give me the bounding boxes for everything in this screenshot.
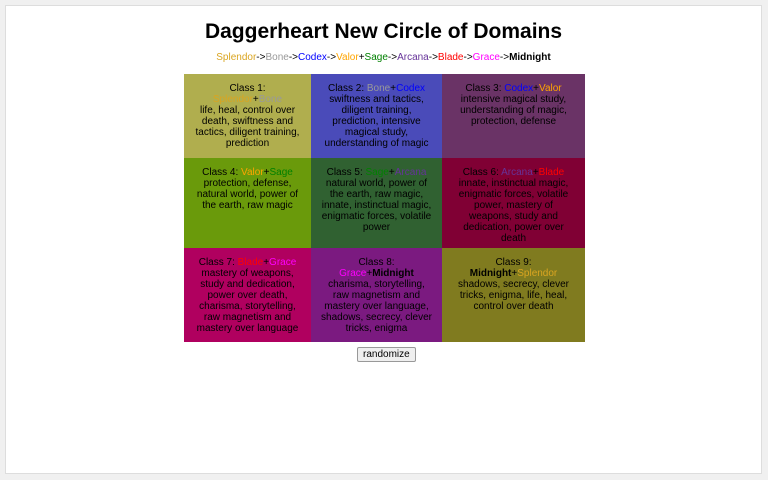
class-label: Class 5: bbox=[326, 167, 366, 178]
domain-name: Arcana bbox=[394, 167, 427, 178]
domain-chain: Splendor->Bone->Codex->Valor+Sage->Arcan… bbox=[6, 52, 761, 63]
class-label: Class 8: bbox=[358, 257, 395, 268]
plus-sign: + bbox=[263, 167, 270, 178]
domain-name: Sage bbox=[364, 52, 388, 63]
domain-name: Sage bbox=[269, 167, 293, 178]
domain-name: Midnight bbox=[372, 268, 414, 279]
separator: -> bbox=[326, 52, 337, 63]
class-label: Class 4: bbox=[202, 167, 242, 178]
page-title: Daggerheart New Circle of Domains bbox=[204, 20, 563, 43]
plus-sign: + bbox=[532, 167, 539, 178]
separator: + bbox=[358, 52, 365, 63]
class-description: innate, instinctual magic, enigmatic for… bbox=[458, 178, 569, 244]
domain-name: Midnight bbox=[509, 52, 551, 63]
domain-name: Grace bbox=[269, 257, 297, 268]
class-description: life, heal, control over death, swiftnes… bbox=[195, 105, 300, 149]
domain-name: Splendor bbox=[216, 52, 257, 63]
class-description: mastery of weapons, study and dedication… bbox=[196, 268, 299, 334]
separator: -> bbox=[256, 52, 266, 63]
page: Daggerheart New Circle of Domains Splend… bbox=[5, 5, 762, 474]
class-label: Class 6: bbox=[462, 167, 502, 178]
domain-name: Bone bbox=[258, 94, 283, 105]
domain-name: Blade bbox=[437, 52, 464, 63]
class-label: Class 7: bbox=[198, 257, 238, 268]
domain-name: Codex bbox=[396, 83, 425, 94]
plus-sign: + bbox=[263, 257, 270, 268]
separator: -> bbox=[463, 52, 473, 63]
domain-name: Blade bbox=[237, 257, 264, 268]
class-description: charisma, storytelling, raw magnetism an… bbox=[321, 279, 432, 334]
separator: -> bbox=[428, 52, 438, 63]
plus-sign: + bbox=[252, 94, 259, 105]
plus-sign: + bbox=[366, 268, 373, 279]
randomize-button[interactable]: randomize bbox=[357, 347, 416, 362]
class-label: Class 1: bbox=[229, 83, 266, 94]
domain-name: Blade bbox=[538, 167, 565, 178]
plus-sign: + bbox=[388, 167, 395, 178]
separator: -> bbox=[387, 52, 398, 63]
domain-name: Splendor bbox=[517, 268, 558, 279]
domain-name: Valor bbox=[241, 167, 264, 178]
class-label: Class 3: bbox=[465, 83, 505, 94]
class-description: protection, defense, natural world, powe… bbox=[196, 178, 299, 211]
class-description: shadows, secrecy, clever tricks, enigma,… bbox=[458, 279, 569, 312]
domain-name: Grace bbox=[339, 268, 367, 279]
separator: -> bbox=[499, 52, 510, 63]
separator: -> bbox=[288, 52, 298, 63]
domain-name: Codex bbox=[504, 83, 534, 94]
domain-name: Arcana bbox=[501, 167, 533, 178]
class-label: Class 2: bbox=[327, 83, 367, 94]
domain-name: Bone bbox=[265, 52, 289, 63]
domain-name: Grace bbox=[472, 52, 500, 63]
domain-name: Bone bbox=[366, 83, 391, 94]
domain-name: Valor bbox=[336, 52, 359, 63]
class-description: natural world, power of the earth, raw m… bbox=[321, 178, 432, 233]
plus-sign: + bbox=[511, 268, 518, 279]
domain-name: Midnight bbox=[469, 268, 512, 279]
domain-name: Arcana bbox=[397, 52, 429, 63]
domain-name: Valor bbox=[539, 83, 562, 94]
domain-name: Codex bbox=[298, 52, 327, 63]
domain-name: Splendor bbox=[212, 94, 253, 105]
class-description: swiftness and tactics, diligent training… bbox=[324, 94, 429, 149]
plus-sign: + bbox=[390, 83, 397, 94]
domain-name: Sage bbox=[365, 167, 389, 178]
class-label: Class 9: bbox=[495, 257, 532, 268]
class-description: intensive magical study, understanding o… bbox=[460, 94, 567, 127]
plus-sign: + bbox=[533, 83, 540, 94]
